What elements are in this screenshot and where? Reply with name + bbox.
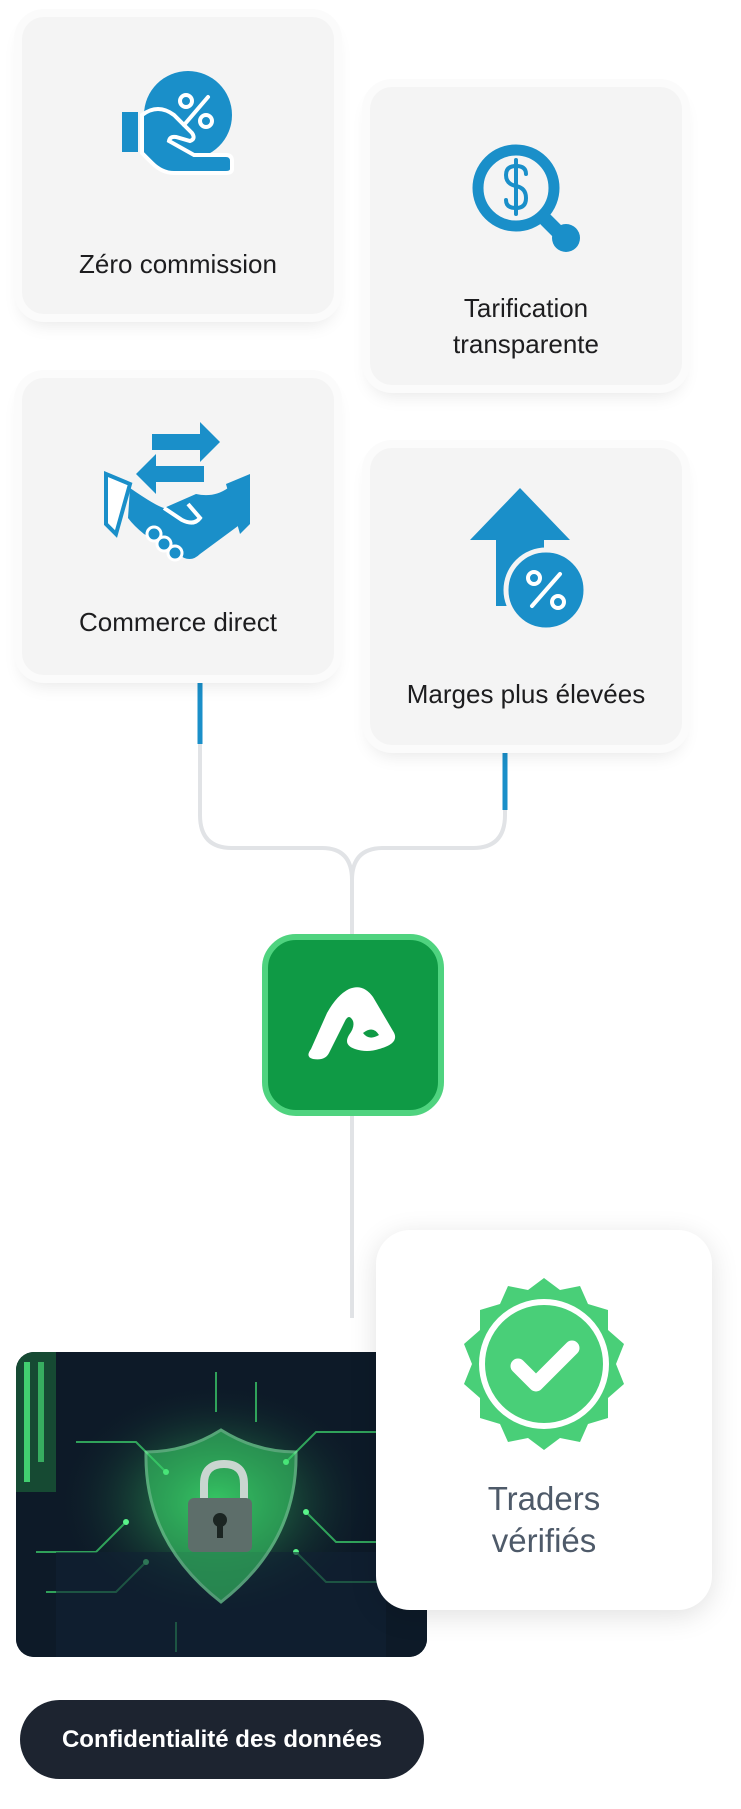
feature-label: Marges plus élevées: [406, 679, 646, 709]
dollar-magnifier-icon: [468, 140, 588, 257]
connector-lines: [197, 680, 508, 1318]
feature-label: Zéro commission: [79, 249, 277, 279]
verified-traders-label: Traders vérifiés: [487, 1480, 601, 1559]
hand-percent-icon: [122, 67, 234, 182]
verified-traders-card: Traders vérifiés: [376, 1230, 712, 1610]
arrow-up-percent-icon: [470, 484, 590, 639]
feature-card-direct-trade: Commerce direct: [22, 378, 334, 675]
handshake-icon: [104, 414, 254, 569]
shield-lock-icon: [16, 1352, 427, 1657]
brand-logo-icon: [303, 983, 403, 1068]
feature-label: Commerce direct: [79, 607, 277, 637]
feature-card-higher-margins: Marges plus élevées: [370, 448, 682, 745]
brand-logo: [262, 934, 444, 1116]
feature-card-transparent-pricing: Tarification transparente: [370, 87, 682, 385]
data-privacy-label: Confidentialité des données: [61, 1725, 383, 1753]
feature-label: Tarification transparente: [453, 293, 599, 359]
data-privacy-badge: Confidentialité des données: [20, 1700, 424, 1779]
feature-card-zero-commission: Zéro commission: [22, 17, 334, 314]
data-privacy-image: [16, 1352, 427, 1657]
verified-badge-icon: [456, 1276, 632, 1457]
